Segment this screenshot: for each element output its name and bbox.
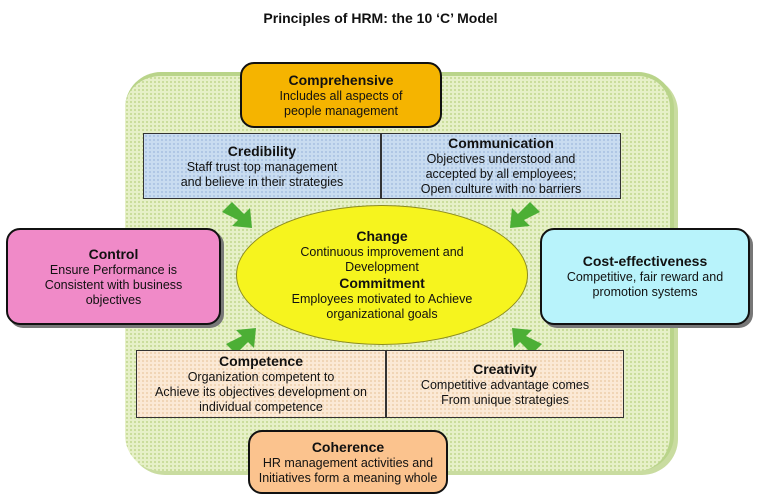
node-text: Competitive advantage comes	[420, 377, 590, 392]
arrow-bottom-left	[226, 328, 256, 354]
node-heading: Communication	[448, 135, 554, 151]
node-text: Initiatives form a meaning whole	[258, 470, 438, 485]
node-heading: Coherence	[311, 438, 385, 455]
node-text: Organization competent to	[187, 370, 335, 384]
node-text: Competitive, fair reward and	[566, 270, 724, 284]
node-text: objectives	[85, 292, 142, 307]
node-text: Consistent with business	[44, 277, 183, 292]
arrow-top-left	[222, 202, 252, 228]
node-heading: Credibility	[227, 142, 297, 159]
node-heading: Cost-effectiveness	[582, 253, 708, 269]
node-heading: Comprehensive	[288, 71, 394, 88]
node-text: Open culture with no barriers	[420, 182, 582, 196]
change-heading: Change	[356, 228, 408, 244]
node-cost-effectiveness: Cost-effectiveness Competitive, fair rew…	[540, 228, 750, 325]
node-competence: Competence Organization competent to Ach…	[136, 350, 386, 418]
node-creativity: Creativity Competitive advantage comes F…	[386, 350, 624, 418]
commitment-text: organizational goals	[326, 307, 438, 321]
node-text: HR management activities and	[262, 455, 434, 470]
center-ellipse: Change Continuous improvement and Develo…	[236, 205, 528, 345]
change-text: Continuous improvement and	[300, 245, 464, 259]
node-text: promotion systems	[592, 285, 698, 299]
arrow-top-right	[510, 202, 540, 228]
node-coherence: Coherence HR management activities and I…	[248, 430, 448, 494]
node-text: accepted by all employees;	[425, 167, 577, 181]
node-text: and believe in their strategies	[180, 174, 344, 189]
node-text: Staff trust top management	[186, 159, 338, 174]
node-heading: Creativity	[473, 360, 537, 377]
node-text: Achieve its objectives development on	[155, 385, 367, 399]
change-text: Development	[345, 260, 419, 274]
node-text: Includes all aspects of	[279, 88, 403, 103]
node-heading: Competence	[218, 353, 304, 369]
commitment-text: Employees motivated to Achieve	[291, 292, 473, 306]
arrow-bottom-right	[512, 328, 542, 354]
node-comprehensive: Comprehensive Includes all aspects of pe…	[240, 62, 442, 128]
diagram-title: Principles of HRM: the 10 ‘C’ Model	[263, 10, 498, 26]
node-heading: Control	[88, 245, 139, 262]
node-credibility: Credibility Staff trust top management a…	[143, 133, 381, 199]
node-communication: Communication Objectives understood and …	[381, 133, 621, 199]
node-text: Objectives understood and	[426, 152, 576, 166]
node-text: Ensure Performance is	[49, 262, 178, 277]
node-text: people management	[284, 103, 398, 118]
node-text: From unique strategies	[441, 392, 569, 407]
node-text: individual competence	[199, 400, 323, 414]
node-control: Control Ensure Performance is Consistent…	[6, 228, 221, 325]
commitment-heading: Commitment	[339, 275, 425, 291]
